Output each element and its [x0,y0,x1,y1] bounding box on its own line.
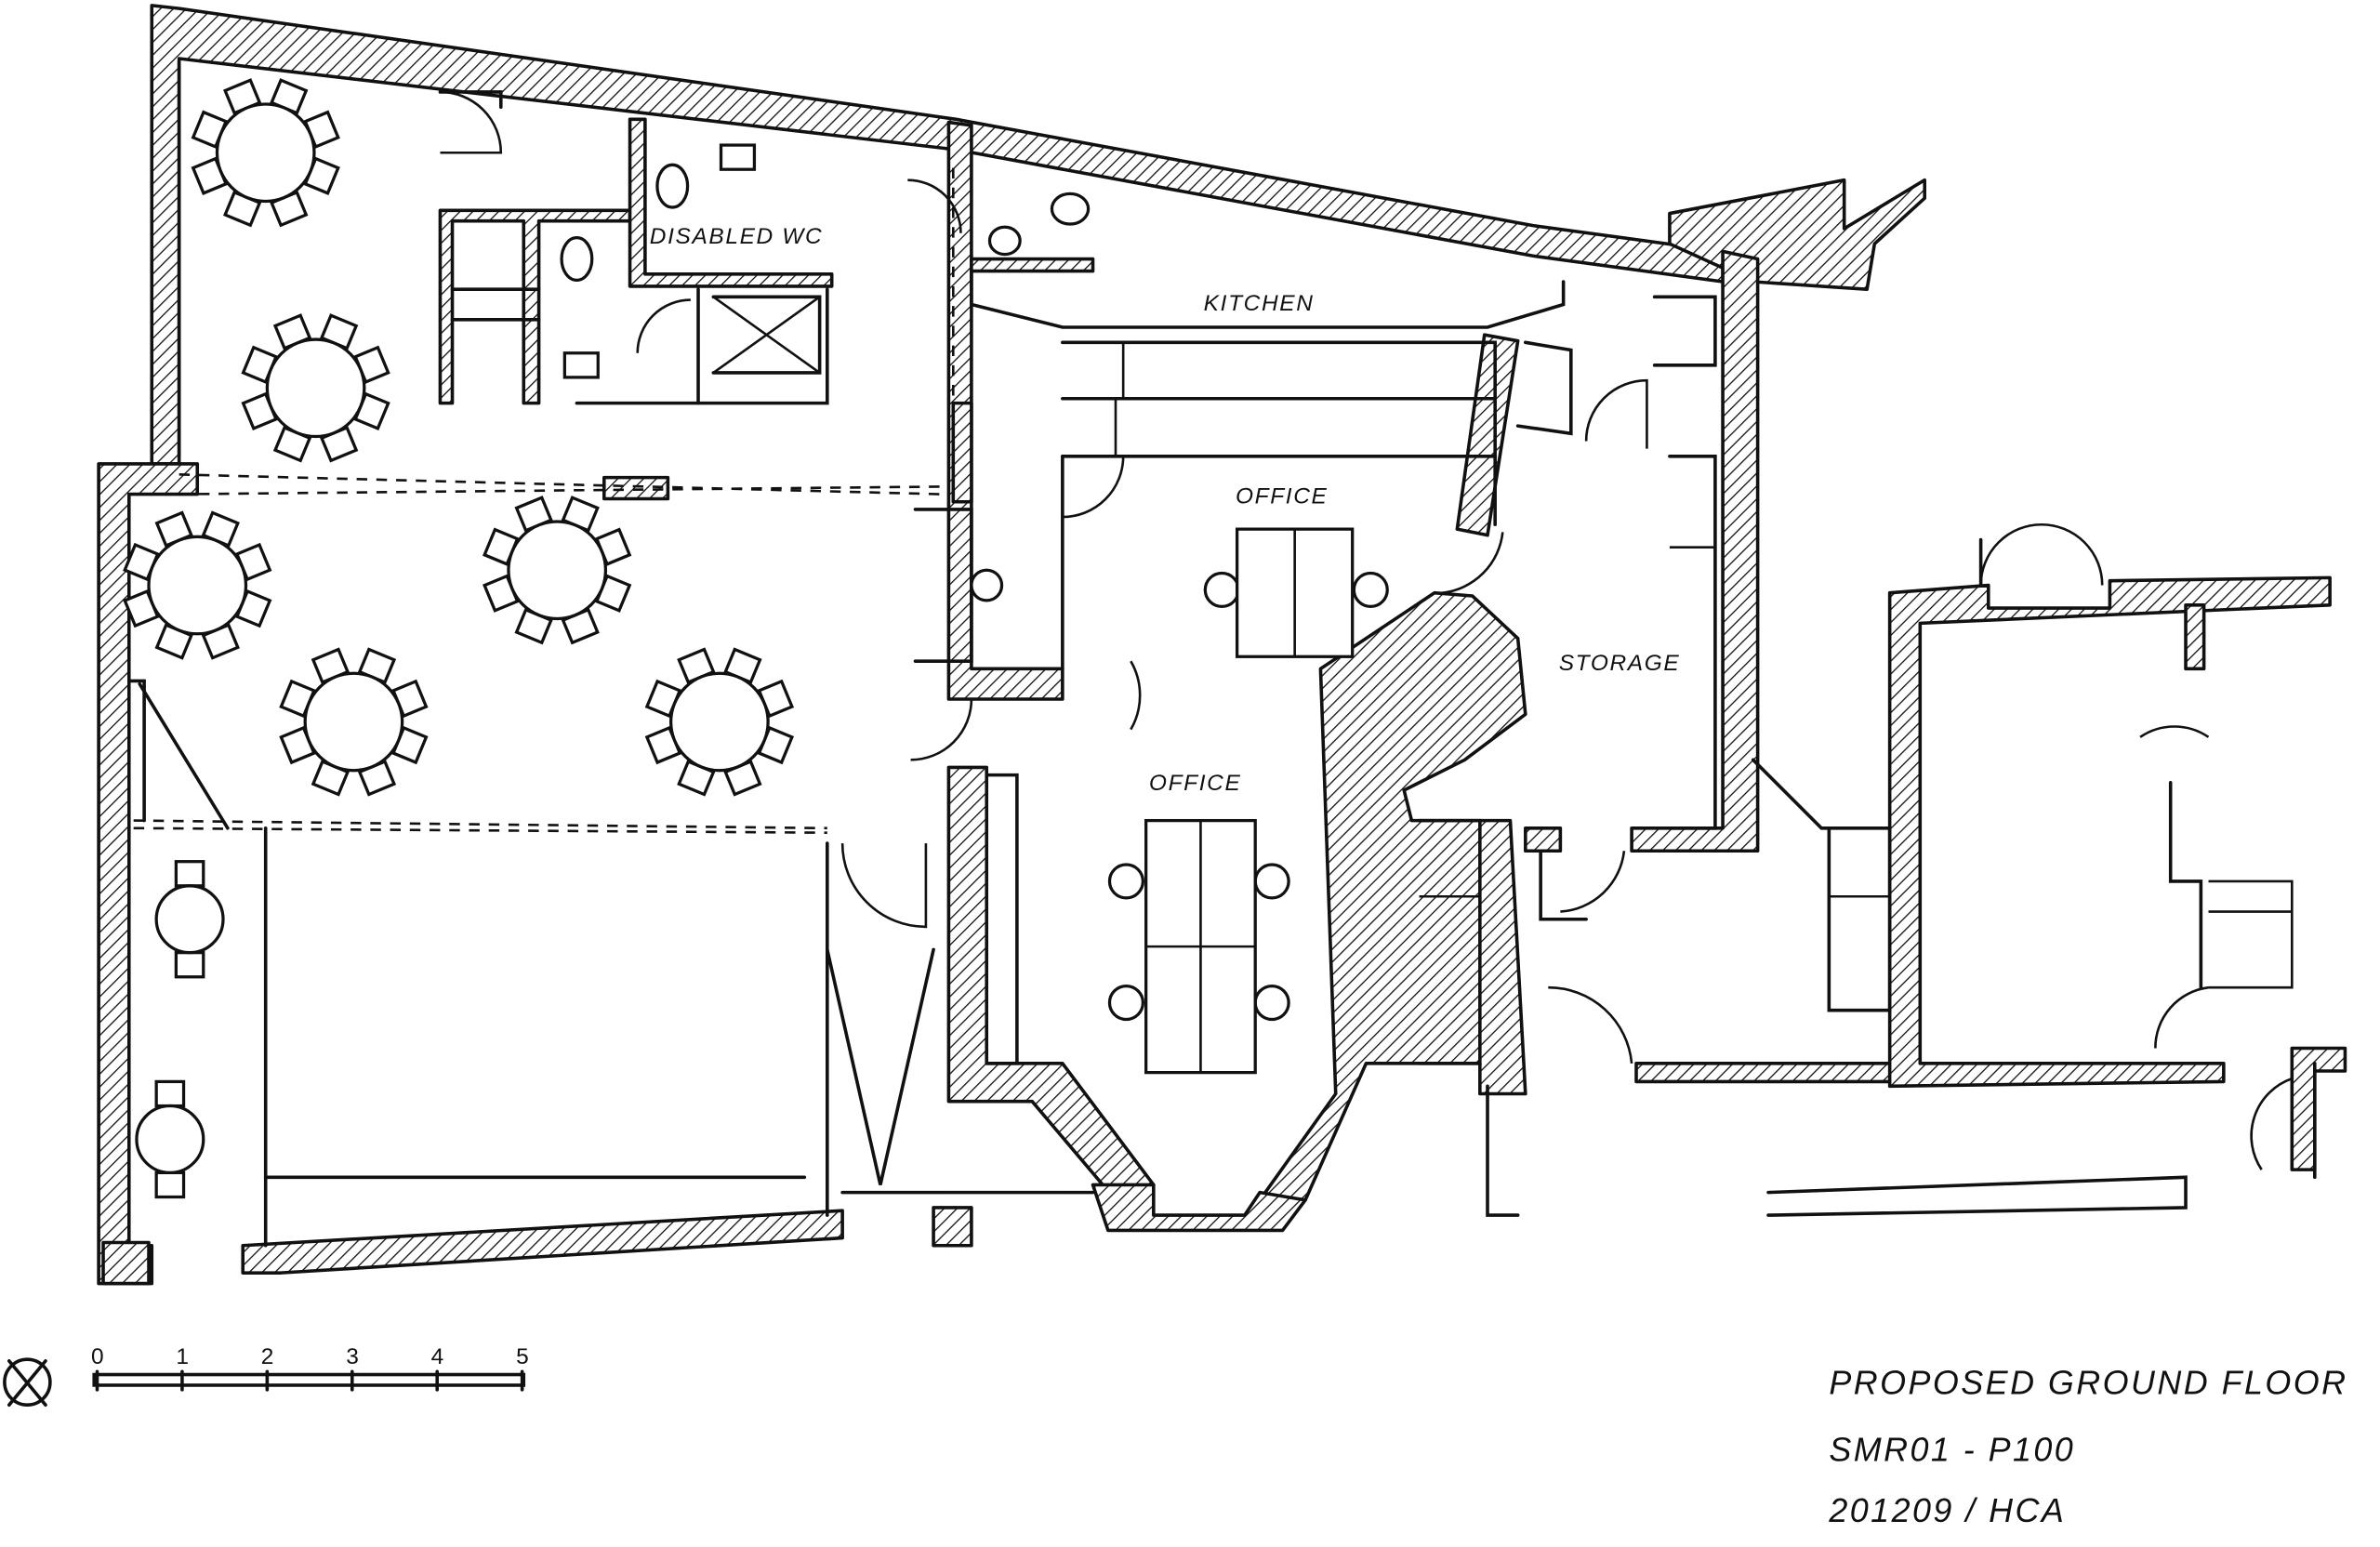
round-table [644,647,795,797]
date-author: 201209 / HCA [1828,1491,2066,1529]
scale-tick-label: 4 [431,1344,444,1369]
toilet [560,236,594,283]
rear-right-wall [2290,1046,2347,1171]
lobby-bottom-wall [1634,1062,1899,1084]
office-partition [1455,333,1520,537]
chair [1107,984,1145,1022]
title-block: PROPOSED GROUND FLOOR SMR01 - P100 20120… [1828,1364,2347,1529]
scale-tick-label: 2 [261,1344,274,1369]
bay-wall [1091,1183,1307,1233]
dashed-lines [133,167,955,1170]
table-top [215,102,316,204]
office-desk [1203,527,1389,658]
round-table [279,647,429,797]
toilet [1050,192,1091,226]
room-label-office-upper: OFFICE [1236,483,1329,509]
table-top [154,884,225,955]
table-top [669,671,770,773]
bottom-left-pier [101,1240,151,1286]
small-round-table [135,1079,205,1199]
office-left-wall [946,765,1156,1202]
room-label-office-lower: OFFICE [1149,771,1242,796]
wc-block-wall [438,208,632,405]
walls [97,4,2347,1286]
fixtures [560,143,1091,379]
round-table [191,78,340,228]
office-desk [1107,818,1290,1075]
north-arrow-icon [3,1357,52,1407]
room-labels: DISABLED WC KITCHEN OFFICE OFFICE STORAG… [650,224,1681,796]
door-pier [932,1206,973,1248]
wc-basin [719,143,757,171]
furniture [123,78,1389,1199]
north-arrow [3,1357,52,1407]
chair [174,951,205,979]
scale-bar: 0 1 2 3 4 5 [91,1344,529,1392]
table-top [147,535,248,636]
kitchen-left-wall [951,401,973,504]
wc-toilet [655,163,690,209]
small-pier [602,475,670,501]
table-top [507,520,608,621]
scale-tick-label: 3 [346,1344,359,1369]
scale-tick-label: 0 [91,1344,104,1369]
chair [1253,984,1290,1022]
chair [154,1079,186,1108]
chair [1203,571,1240,609]
drawing-title: PROPOSED GROUND FLOOR [1829,1364,2347,1402]
room-label-storage: STORAGE [1559,651,1681,676]
scale-tick-label: 1 [176,1344,189,1369]
chair [1352,571,1389,609]
chair [1107,863,1145,900]
round-table [123,510,272,660]
chair [174,860,205,888]
rear-building-inner-wall [2184,602,2206,671]
small-round-table [154,860,225,979]
toilet [987,225,1022,257]
room-label-kitchen: KITCHEN [1204,291,1315,316]
round-table [241,313,390,463]
drawing-number: SMR01 - P100 [1829,1431,2075,1469]
bottom-wall [241,1209,844,1275]
storage-right-wall [1630,249,1760,853]
chair [1253,863,1290,900]
chair [154,1170,186,1199]
table-top [135,1104,205,1175]
entrance-wall [1524,826,1563,853]
doors [440,90,2293,1170]
basin [562,351,600,379]
chair [970,568,1004,602]
rear-building-top-wall [1887,575,2332,1089]
room-label-disabled-wc: DISABLED WC [650,224,824,249]
table-top [303,671,404,773]
scale-tick-label: 5 [516,1344,529,1369]
kitchen-wc-wall [970,257,1095,273]
office-core [1258,590,1527,1202]
round-table [483,496,632,645]
disabled-wc-wall [628,117,834,288]
table-top [265,337,366,439]
